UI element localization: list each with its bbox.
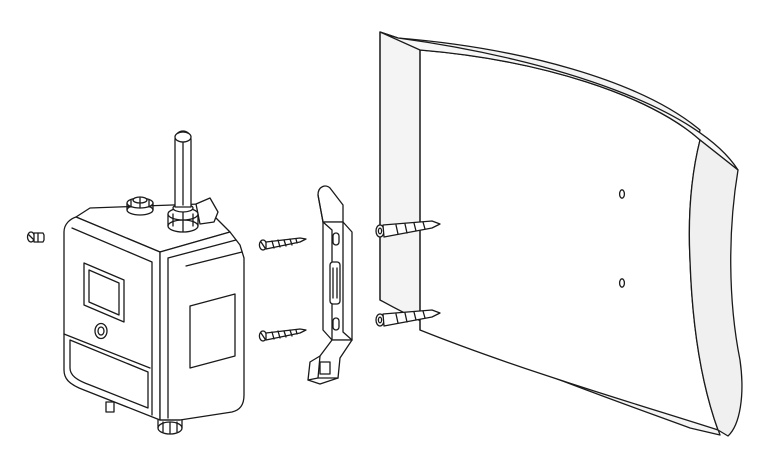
device-button [94, 322, 108, 340]
small-screw [26, 231, 45, 243]
wall-hole-lower [618, 278, 626, 288]
wood-screw-upper [258, 237, 307, 251]
antenna-mount [167, 197, 219, 233]
mounting-bracket [307, 185, 353, 385]
cable-gland [126, 196, 154, 216]
sensor-device [63, 196, 245, 435]
curved-wall [379, 31, 743, 437]
wall-anchor-upper [375, 220, 441, 238]
antenna [174, 130, 192, 208]
wood-screw-lower [258, 328, 307, 342]
wall-anchor-lower [375, 309, 441, 327]
wall-hole-upper [618, 189, 626, 199]
